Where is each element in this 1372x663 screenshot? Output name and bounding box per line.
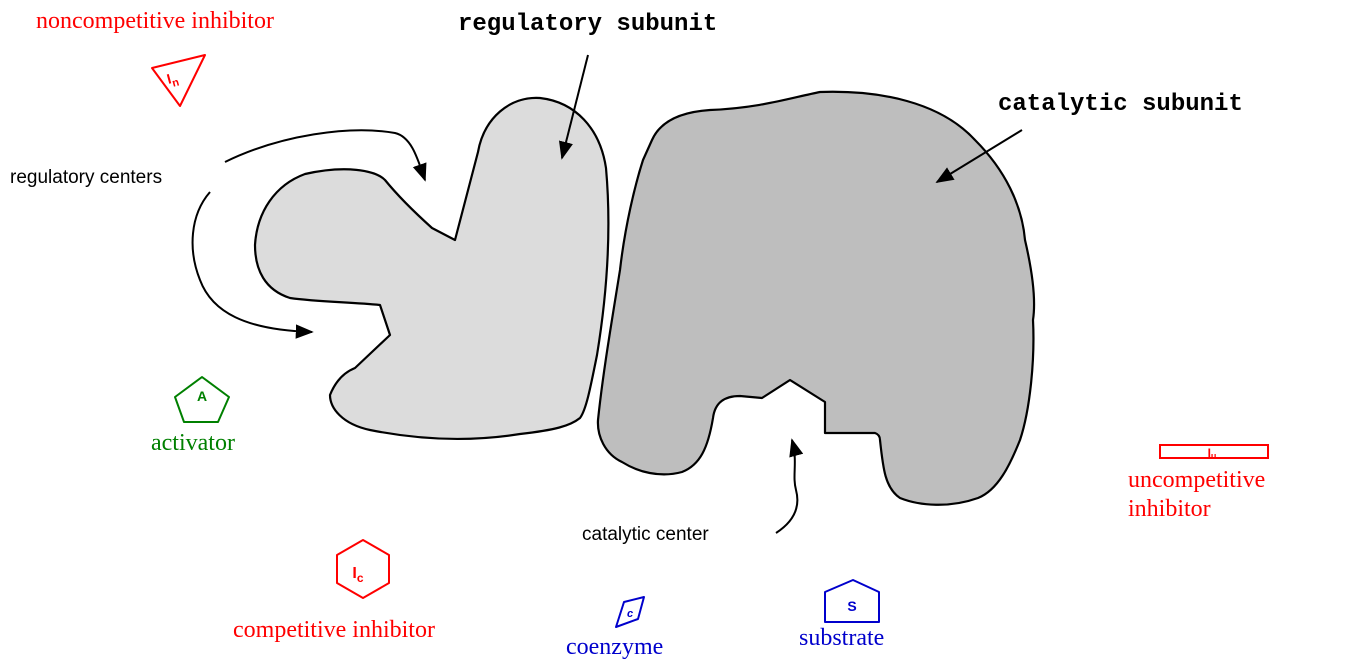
activator-label: activator: [151, 430, 235, 456]
activator-symbol-letter: A: [197, 388, 207, 404]
catalytic-center-arrow: [776, 440, 797, 533]
catalytic-subunit-label: catalytic subunit: [998, 91, 1243, 118]
uncompetitive-inhibitor-label-line2: inhibitor: [1128, 496, 1211, 522]
catalytic-center-label: catalytic center: [582, 524, 709, 545]
coenzyme-symbol-letter: c: [627, 608, 633, 620]
competitive-inhibitor-label: competitive inhibitor: [233, 617, 435, 643]
noncompetitive-inhibitor-label: noncompetitive inhibitor: [36, 8, 274, 34]
svg-text:Iu: Iu: [1208, 446, 1217, 461]
coenzyme-symbol: c: [616, 597, 644, 627]
svg-text:Ic: Ic: [352, 565, 363, 585]
catalytic-subunit-shape: [598, 92, 1034, 505]
uncompetitive-symbol-sub: u: [1211, 451, 1217, 461]
substrate-symbol: S: [825, 580, 879, 622]
regulatory-subunit-label: regulatory subunit: [458, 11, 717, 38]
activator-symbol: A: [175, 377, 229, 422]
noncompetitive-inhibitor-symbol: In: [152, 55, 205, 106]
uncompetitive-inhibitor-symbol: Iu: [1160, 445, 1268, 461]
competitive-symbol-sub: c: [357, 571, 364, 585]
competitive-inhibitor-symbol: Ic: [337, 540, 389, 598]
coenzyme-label: coenzyme: [566, 634, 663, 660]
substrate-label: substrate: [799, 625, 884, 651]
regulatory-centers-label: regulatory centers: [10, 167, 162, 188]
uncompetitive-inhibitor-label-line1: uncompetitive: [1128, 467, 1265, 493]
noncompetitive-symbol-sub: n: [171, 76, 181, 89]
regulatory-subunit-shape: [255, 98, 608, 439]
substrate-symbol-letter: S: [847, 598, 856, 614]
